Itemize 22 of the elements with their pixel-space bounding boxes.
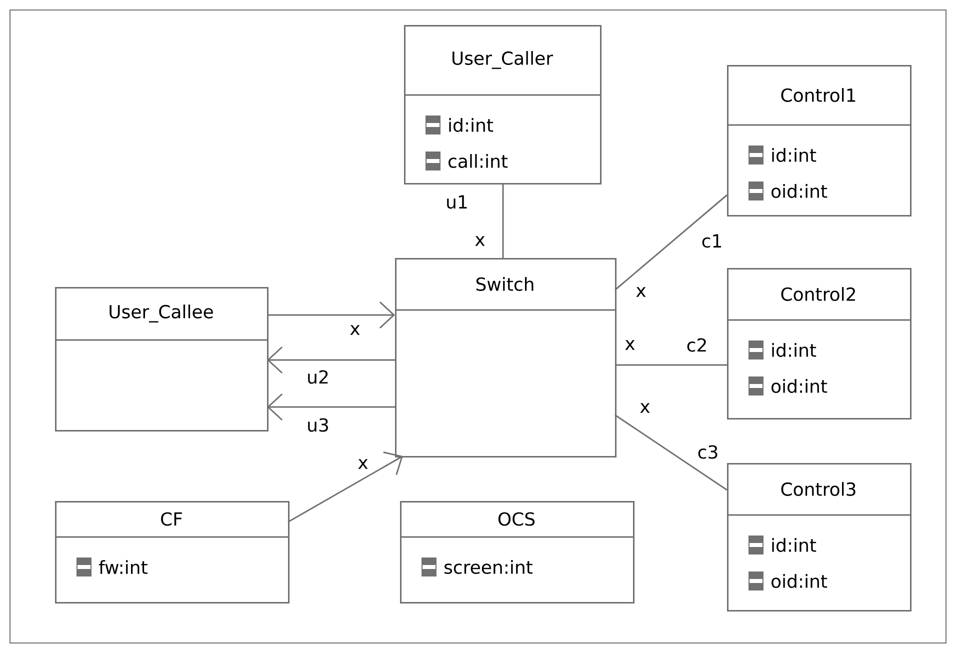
end-label: c3 [698, 445, 718, 459]
connector [614, 414, 728, 491]
end-label: u3 [308, 418, 328, 432]
end-label: x [350, 325, 360, 335]
class-box: Switch [395, 258, 616, 458]
end-label: x [358, 459, 368, 469]
class-box: User_Callee [55, 287, 268, 432]
connector [267, 301, 395, 329]
end-label: x [640, 403, 650, 413]
end-label: c2 [687, 338, 706, 352]
connector [288, 452, 403, 523]
end-label: u1 [447, 195, 467, 209]
end-label: x [625, 340, 635, 350]
connector [502, 183, 504, 258]
connector [267, 393, 395, 421]
connector [267, 346, 395, 374]
end-label: x [475, 236, 485, 246]
end-label: u2 [308, 370, 328, 384]
connector [614, 194, 728, 291]
end-label: c1 [702, 234, 722, 248]
connector [615, 364, 727, 366]
end-label: x [636, 287, 646, 297]
